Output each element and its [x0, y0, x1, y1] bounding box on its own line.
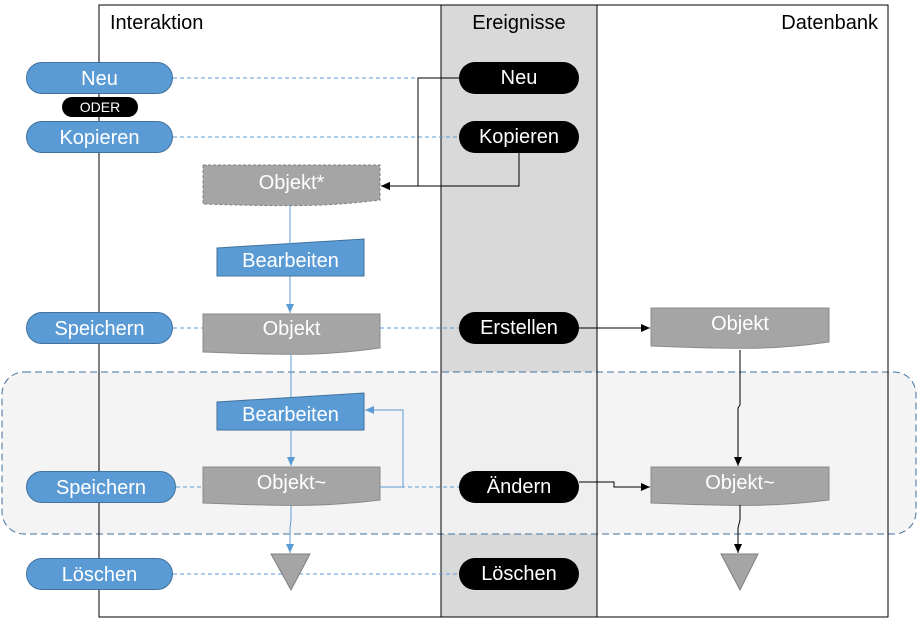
action-speichern-2: Speichern	[26, 471, 176, 503]
objekt-changed-document	[202, 466, 381, 506]
edit-loop-region	[1, 371, 917, 535]
db-objekt-document	[650, 307, 830, 349]
objekt-draft-label: Objekt*	[258, 172, 325, 194]
event-neu: Neu	[459, 62, 579, 94]
interaction-flow	[286, 206, 404, 553]
bearbeiten-1-label: Bearbeiten	[242, 250, 339, 272]
objekt-changed-label: Objekt~	[256, 472, 327, 494]
lane-title-interaction: Interaktion	[110, 12, 204, 34]
event-kopieren: Kopieren	[459, 121, 579, 153]
db-objekt-changed-document	[650, 466, 830, 506]
database-end-triangle	[720, 553, 759, 592]
objekt-document	[202, 313, 381, 355]
lane-title-events: Ereignisse	[472, 12, 566, 34]
action-loeschen: Löschen	[26, 558, 173, 590]
oder-badge: ODER	[62, 97, 138, 117]
objekt-draft-document	[202, 164, 381, 207]
bearbeiten-2-shape	[216, 392, 365, 431]
db-objekt-changed-label: Objekt~	[705, 472, 775, 494]
action-neu: Neu	[26, 62, 173, 94]
action-kopieren: Kopieren	[26, 121, 173, 153]
event-aendern: Ändern	[459, 471, 579, 503]
interaction-end-triangle	[270, 553, 311, 592]
bearbeiten-2-label: Bearbeiten	[242, 404, 339, 426]
action-speichern-1: Speichern	[26, 312, 173, 344]
db-objekt-label: Objekt	[711, 313, 769, 335]
bearbeiten-1-shape	[216, 238, 365, 277]
dashed-links	[173, 77, 459, 575]
event-loeschen: Löschen	[459, 558, 579, 590]
lanes-frame	[98, 4, 889, 618]
lane-title-database: Datenbank	[781, 12, 878, 34]
objekt-label: Objekt	[262, 318, 321, 340]
event-flow	[381, 77, 742, 553]
event-erstellen: Erstellen	[459, 312, 579, 344]
